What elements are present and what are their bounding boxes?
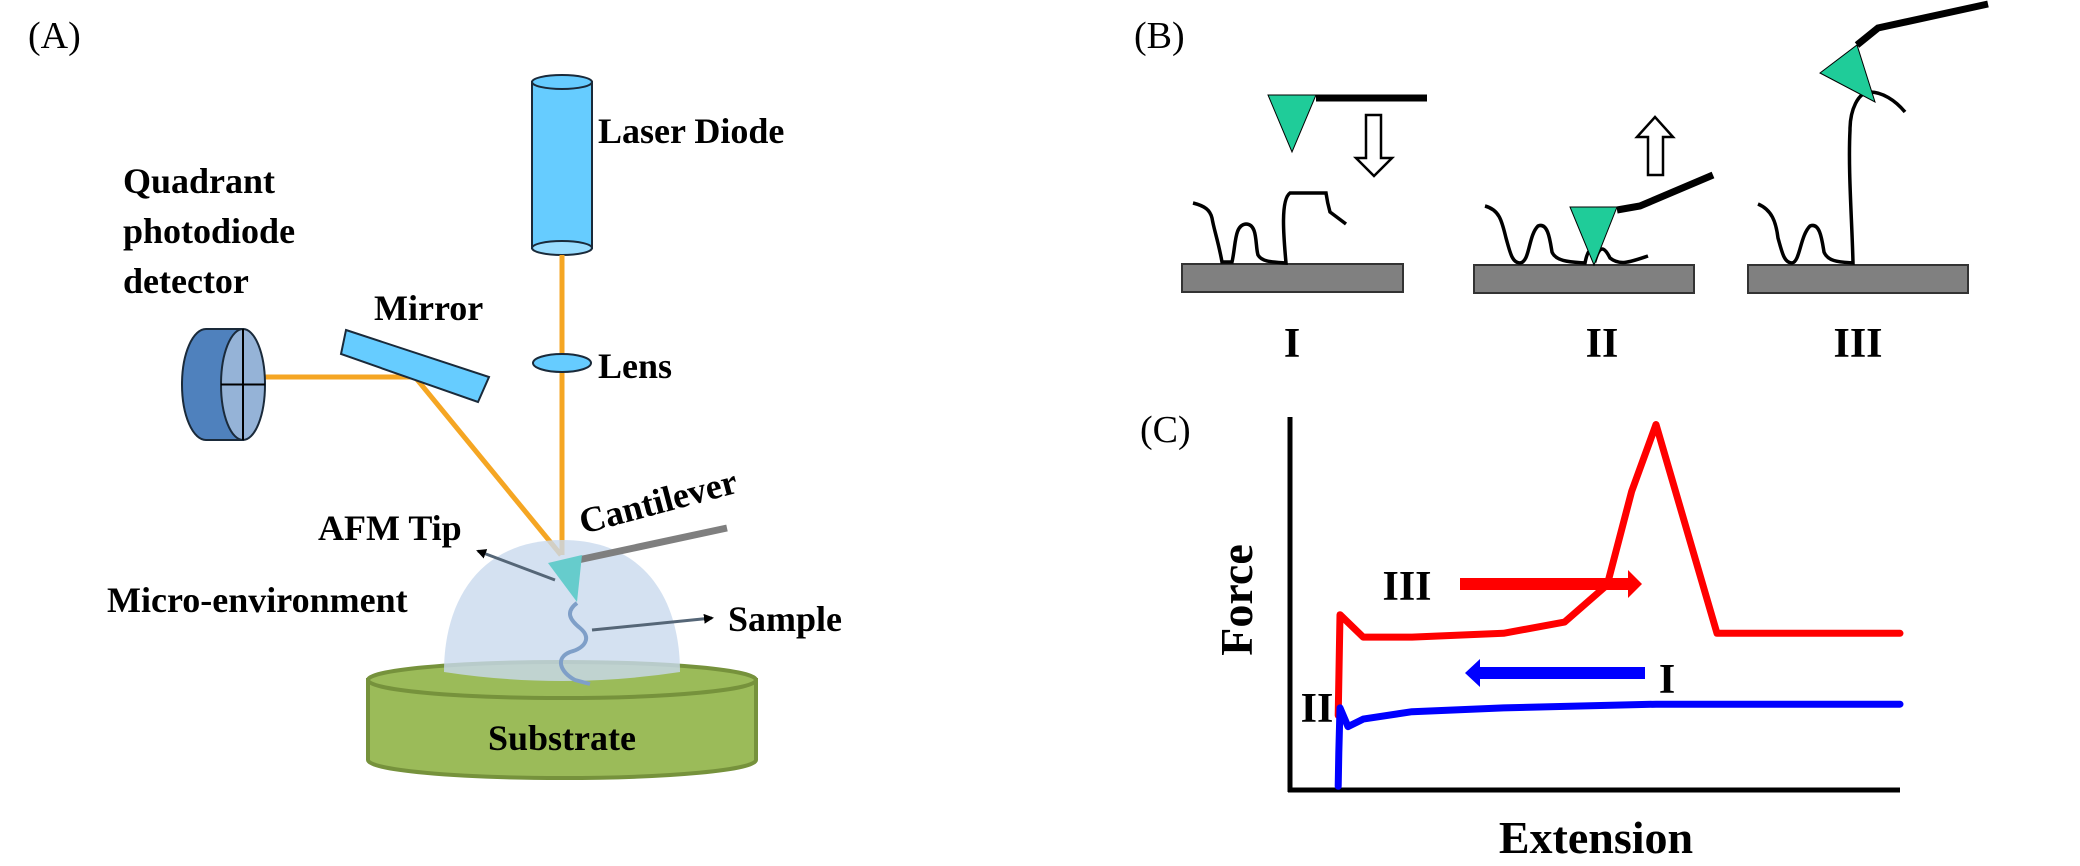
substrate-block <box>1181 263 1404 293</box>
afm-tip-label: AFM Tip <box>318 508 462 548</box>
substrate-label: Substrate <box>488 718 636 758</box>
cantilever-bar <box>1854 0 1989 48</box>
substrate-block <box>1747 264 1969 294</box>
panel-a: (A) Laser Diode Lens Mirror Quadrant pho <box>28 15 842 780</box>
approach-direction-arrow <box>1465 659 1645 687</box>
detector-label-line1: Quadrant <box>123 161 275 201</box>
sample-pointer-arrow <box>591 613 714 632</box>
mirror-label: Mirror <box>374 288 483 328</box>
y-axis-label: Force <box>1211 544 1262 656</box>
stage-iii-label: III <box>1833 321 1882 367</box>
arrow-down-icon <box>1352 113 1396 178</box>
stage-iii-illustration <box>1747 0 1989 294</box>
x-axis-label: Extension <box>1499 812 1693 863</box>
lens-label: Lens <box>598 346 672 386</box>
cantilever-bar <box>1616 171 1715 214</box>
arrow-up-icon <box>1634 115 1676 177</box>
laser-beam <box>252 255 565 557</box>
cantilever-icon <box>577 524 728 564</box>
substrate-block <box>1473 264 1695 294</box>
series-line-retract <box>1334 421 1904 719</box>
sample-label: Sample <box>728 599 842 639</box>
polymer-chain <box>1484 204 1649 265</box>
micro-environment-label: Micro-environment <box>107 580 408 620</box>
detector-label-line3: detector <box>123 261 249 301</box>
lens-icon <box>532 353 592 373</box>
stage-i-label: I <box>1284 321 1300 367</box>
retract-direction-arrow <box>1460 570 1642 598</box>
laser-diode-icon <box>531 74 593 256</box>
panel-a-label: (A) <box>28 15 81 57</box>
annotation-iii: III <box>1382 564 1431 610</box>
panel-b-label: (B) <box>1134 15 1185 57</box>
panel-c-label: (C) <box>1140 409 1191 451</box>
mirror-icon <box>339 328 491 404</box>
stage-ii-label: II <box>1586 321 1619 367</box>
tip-icon <box>1267 94 1317 154</box>
polymer-chain <box>1757 90 1907 265</box>
photodiode-detector-icon <box>181 328 266 441</box>
polymer-chain <box>1192 191 1348 265</box>
stage-ii-illustration <box>1473 115 1715 294</box>
force-extension-chart: III I II Force Extension <box>1211 417 1904 863</box>
afm-tip-icon <box>548 555 582 602</box>
panel-c: (C) III I II Force Extension <box>1140 409 1904 863</box>
tip-icon <box>1819 44 1876 104</box>
sample-polymer <box>559 601 591 686</box>
annotation-i: I <box>1659 657 1675 703</box>
stage-i-illustration <box>1181 94 1427 293</box>
annotation-ii: II <box>1301 686 1334 732</box>
afm-tip-pointer-arrow <box>476 549 556 582</box>
tip-icon <box>1569 206 1618 267</box>
laser-diode-label: Laser Diode <box>598 111 784 151</box>
micro-environment-dome <box>444 540 680 681</box>
series-line-approach <box>1334 700 1904 790</box>
panel-b: (B) I II III <box>1134 0 1989 367</box>
detector-label-line2: photodiode <box>123 211 295 251</box>
